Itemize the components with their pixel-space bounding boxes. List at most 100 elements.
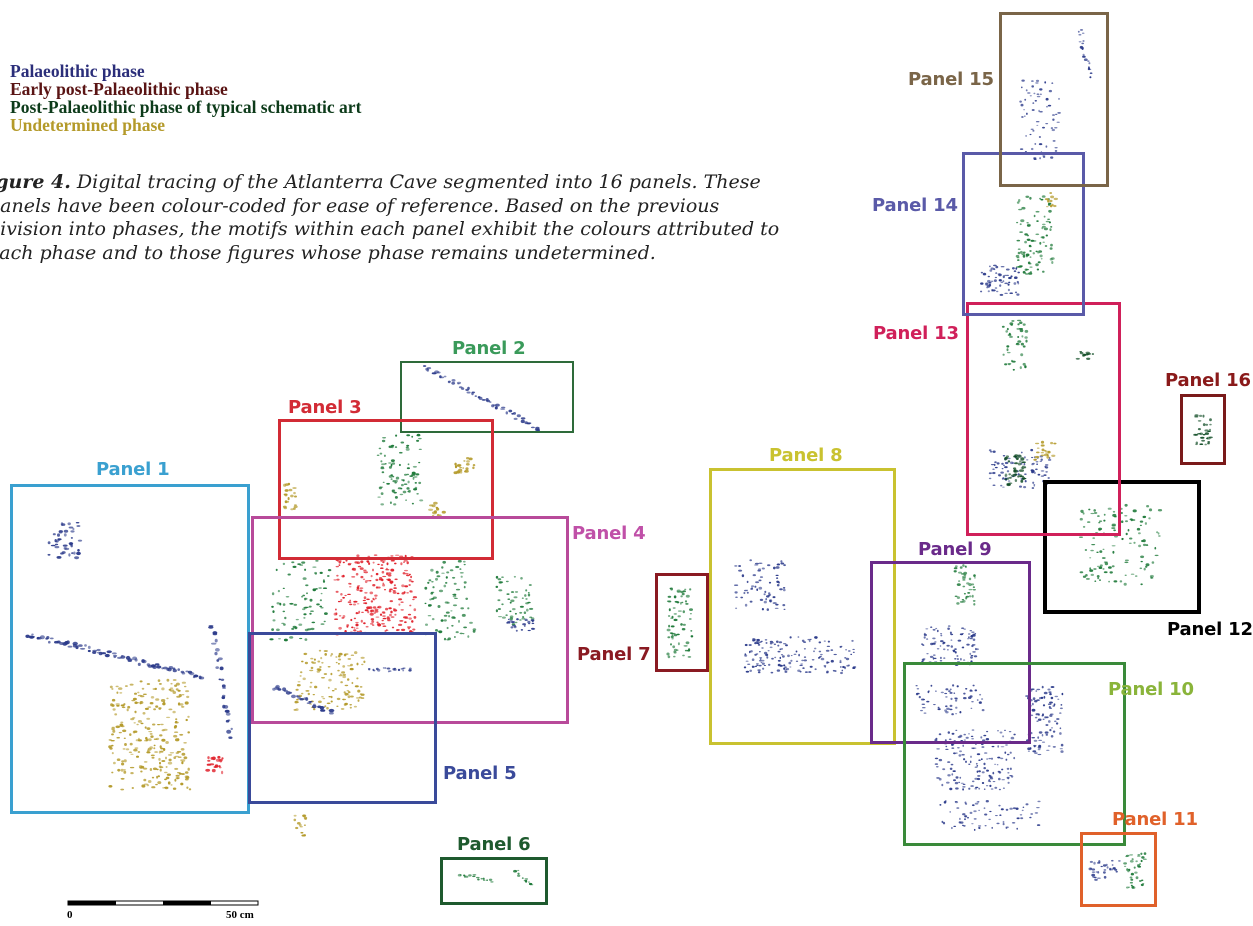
motif-dot bbox=[388, 462, 392, 464]
motif-dot bbox=[330, 700, 333, 703]
motif-dot bbox=[961, 753, 965, 756]
motif-dot bbox=[67, 645, 73, 648]
motif-dot bbox=[514, 612, 517, 615]
motif-dot bbox=[143, 778, 147, 782]
motif-dot bbox=[956, 655, 959, 657]
motif-dot bbox=[418, 437, 422, 440]
motif-dot bbox=[134, 710, 137, 714]
motif-dot bbox=[777, 659, 781, 662]
motif-dot bbox=[275, 568, 278, 572]
motif-dot bbox=[929, 655, 934, 659]
motif-dot bbox=[676, 601, 680, 604]
motif-dot bbox=[318, 649, 322, 652]
motif-dot bbox=[340, 708, 345, 710]
motif-dot bbox=[304, 606, 309, 609]
motif-dot bbox=[154, 663, 160, 666]
motif-dot bbox=[847, 650, 851, 652]
motif-dot bbox=[395, 434, 398, 437]
motif-dot bbox=[744, 643, 748, 647]
panel-2-label: Panel 2 bbox=[452, 338, 526, 359]
motif-dot bbox=[1050, 735, 1054, 738]
motif-dot bbox=[353, 617, 357, 620]
motif-dot bbox=[217, 657, 223, 661]
motif-dot bbox=[949, 631, 952, 635]
motif-dot bbox=[925, 628, 929, 630]
motif-dot bbox=[950, 639, 953, 641]
motif-dot bbox=[777, 644, 780, 647]
motif-dot bbox=[137, 720, 142, 723]
motif-dot bbox=[330, 672, 333, 676]
motif-dot bbox=[380, 503, 385, 506]
motif-dot bbox=[301, 595, 304, 598]
motif-dot bbox=[283, 638, 288, 642]
motif-dot bbox=[393, 503, 397, 506]
motif-dot bbox=[317, 660, 321, 663]
motif-dot bbox=[380, 492, 384, 495]
motif-dot bbox=[754, 642, 757, 645]
motif-dot bbox=[956, 583, 961, 586]
motif-dot bbox=[383, 589, 387, 591]
motif-dot bbox=[301, 561, 306, 564]
motif-dot bbox=[745, 660, 749, 662]
motif-dot bbox=[491, 404, 495, 408]
motif-dot bbox=[1006, 753, 1010, 756]
motif-dot bbox=[170, 682, 173, 685]
motif-dot bbox=[403, 559, 408, 562]
motif-dot bbox=[997, 745, 1000, 748]
motif-dot bbox=[379, 613, 383, 616]
motif-dot bbox=[500, 408, 506, 410]
motif-dot bbox=[672, 607, 676, 609]
motif-dot bbox=[941, 783, 944, 787]
panel-12-label: Panel 12 bbox=[1167, 619, 1253, 640]
motif-dot bbox=[388, 670, 392, 672]
motif-dot bbox=[406, 592, 409, 594]
motif-dot bbox=[198, 675, 202, 680]
motif-dot bbox=[437, 605, 441, 608]
motif-dot bbox=[396, 592, 400, 595]
motif-dot bbox=[795, 660, 799, 662]
motif-dot bbox=[371, 620, 375, 623]
motif-dot bbox=[1001, 779, 1005, 781]
motif-dot bbox=[963, 659, 966, 661]
motif-dot bbox=[457, 559, 462, 563]
motif-dot bbox=[775, 574, 779, 577]
motif-dot bbox=[369, 591, 374, 595]
motif-dot bbox=[670, 587, 673, 591]
motif-dot bbox=[411, 471, 416, 475]
figure-caption: igure 4. Digital tracing of the Atlanter… bbox=[0, 171, 788, 265]
motif-dot bbox=[779, 648, 782, 651]
motif-dot bbox=[445, 576, 448, 579]
motif-dot bbox=[465, 467, 469, 471]
motif-dot bbox=[978, 759, 981, 761]
motif-dot bbox=[295, 826, 299, 830]
phase-legend: Palaeolithic phase Early post-Palaeolith… bbox=[10, 62, 361, 134]
motif-dot bbox=[490, 881, 494, 883]
motif-dot bbox=[803, 659, 807, 662]
motif-dot bbox=[49, 637, 54, 640]
motif-dot bbox=[990, 788, 994, 790]
motif-dot bbox=[172, 691, 177, 694]
motif-dot bbox=[185, 718, 188, 722]
motif-dot bbox=[356, 554, 360, 557]
caption-text: Digital tracing of the Atlanterra Cave s… bbox=[0, 171, 780, 264]
motif-dot bbox=[155, 698, 160, 701]
motif-dot bbox=[77, 539, 83, 542]
motif-dot bbox=[308, 605, 312, 608]
motif-dot bbox=[526, 422, 532, 424]
motif-dot bbox=[370, 618, 375, 621]
motif-dot bbox=[142, 712, 146, 715]
motif-dot bbox=[735, 607, 738, 610]
motif-dot bbox=[956, 596, 961, 599]
motif-dot bbox=[517, 874, 521, 877]
motif-dot bbox=[488, 878, 493, 881]
motif-dot bbox=[1048, 691, 1052, 694]
motif-dot bbox=[222, 687, 227, 689]
motif-dot bbox=[50, 544, 56, 547]
motif-dot bbox=[1004, 751, 1007, 754]
motif-dot bbox=[60, 552, 64, 555]
motif-dot bbox=[366, 580, 371, 582]
motif-dot bbox=[347, 691, 351, 694]
motif-dot bbox=[932, 642, 936, 645]
motif-dot bbox=[965, 596, 968, 600]
motif-dot bbox=[304, 638, 308, 641]
